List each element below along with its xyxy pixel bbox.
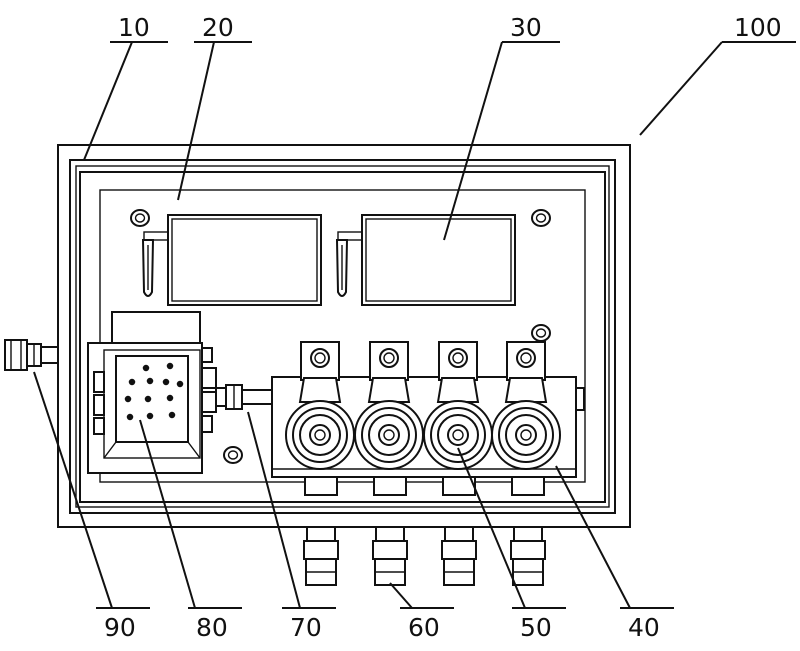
leader-lines [33,41,723,609]
side-connector [4,339,59,371]
panel-20 [167,214,322,306]
enclosure-box [57,144,631,528]
label-40-text: 40 [628,613,660,642]
label-70: 70 [282,607,336,642]
label-30-text: 30 [510,13,542,42]
connecting-pipe [215,384,273,410]
label-80-text: 80 [196,613,228,642]
outlet-connector-3 [441,526,477,586]
screw-right-mid [531,324,551,342]
label-60-text: 60 [408,613,440,642]
valve-assembly-1 [285,341,355,470]
screw-top-right [531,209,551,227]
label-20: 20 [194,13,252,43]
panel-30-handle [335,231,363,297]
valve-assembly-4 [491,341,561,470]
outlet-connector-1 [303,526,339,586]
screw-top-left [130,209,150,227]
valve-assembly-2 [354,341,424,470]
label-40: 40 [620,607,674,642]
label-100-text: 100 [734,13,782,42]
valve-block-holes [124,362,184,421]
label-70-text: 70 [290,613,322,642]
label-80: 80 [188,607,242,642]
panel-20-handle [141,231,169,297]
outlet-connector-4 [510,526,546,586]
label-20-text: 20 [202,13,234,42]
label-10-text: 10 [118,13,150,42]
label-10: 10 [110,13,168,43]
label-50-text: 50 [520,613,552,642]
label-90: 90 [96,607,150,642]
label-90-text: 90 [104,613,136,642]
outlet-connector-2 [372,526,408,586]
label-60: 60 [400,607,454,642]
label-100: 100 [722,13,796,43]
label-30: 30 [502,13,560,43]
panel-30 [361,214,516,306]
screw-bottom-left [223,446,243,464]
valve-assembly-3 [423,341,493,470]
valve-block [87,311,217,474]
label-50: 50 [512,607,566,642]
